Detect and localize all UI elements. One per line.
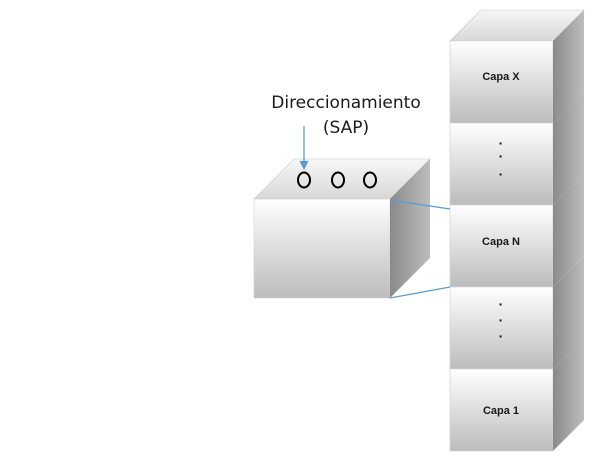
layer-ellipsis-upper: · · · [449,92,584,206]
layer-ellipsis-lower-front [449,286,554,370]
connector-line-bottom [389,286,451,299]
layer-capa-n-label: Capa N [482,236,520,248]
expanded-cube-side [390,159,430,298]
layer-capa-x-front [449,40,554,124]
layer-ellipsis-lower: · · · [449,256,584,370]
layer-capa-x-side [553,10,584,123]
layer-capa-1-label: Capa 1 [483,405,519,417]
layer-capa-n-front [449,204,554,288]
layer-capa-1: Capa 1 [449,338,584,452]
upper-dot-1: · [499,135,504,151]
lower-dot-2: · [499,312,504,328]
layer-capa-x-label: Capa X [482,71,520,83]
layer-capa-1-side [553,338,584,451]
layer-capa-1-front [449,368,554,452]
lower-dot-1: · [499,296,504,312]
layer-stack: Capa X · · · Capa N · · · Capa 1 [449,9,585,452]
expanded-cube-front [253,198,391,299]
sap-annotation: Direccionamiento (SAP) [271,93,421,170]
upper-dot-3: · [499,166,504,182]
sap-point-2-icon [331,171,345,189]
layer-ellipsis-upper-side [553,92,584,205]
sap-point-1-icon [297,171,311,189]
annotation-line-1: Direccionamiento [271,93,420,113]
expanded-layer-cube [253,158,431,299]
arrow-down-icon [299,161,309,170]
layer-capa-n: Capa N [449,174,584,288]
layer-capa-n-side [553,174,584,287]
annotation-line-2: (SAP) [323,118,369,138]
lower-dot-3: · [499,328,504,344]
connector-line-top [389,199,451,210]
layer-capa-x: Capa X [449,10,584,124]
layer-ellipsis-lower-side [553,256,584,369]
upper-dot-2: · [499,148,504,164]
sap-point-3-icon [363,171,377,189]
